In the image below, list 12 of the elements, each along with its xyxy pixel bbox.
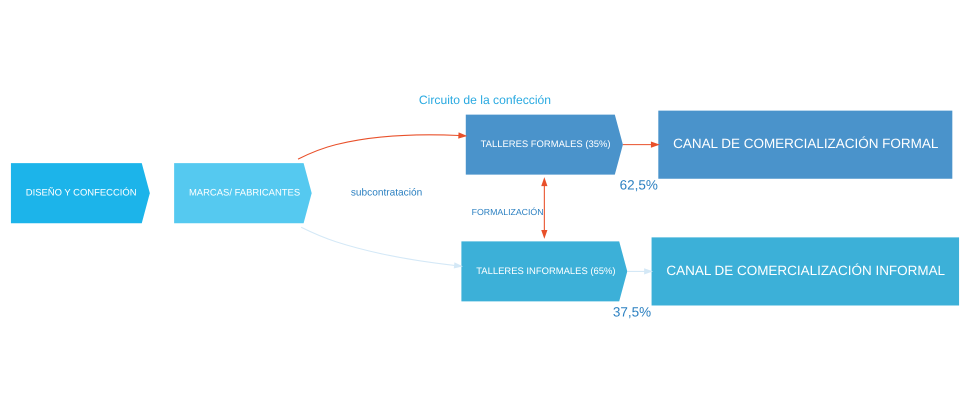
arrow <box>541 177 548 239</box>
arrow <box>298 132 468 160</box>
node-box: CANAL DE COMERCIALIZACIÓN FORMAL <box>658 110 952 179</box>
arrow <box>300 226 463 268</box>
node-label: 62,5% <box>620 177 658 192</box>
arrow <box>627 268 654 275</box>
arrow <box>622 142 660 148</box>
diagram-title: Circuito de la confección <box>418 93 552 108</box>
node-box: CANAL DE COMERCIALIZACIÓN INFORMAL <box>652 237 960 306</box>
label: subcontratación <box>350 188 422 199</box>
node-label: 37,5% <box>612 304 652 320</box>
edge-label: FORMALIZACIÓN <box>472 207 544 218</box>
